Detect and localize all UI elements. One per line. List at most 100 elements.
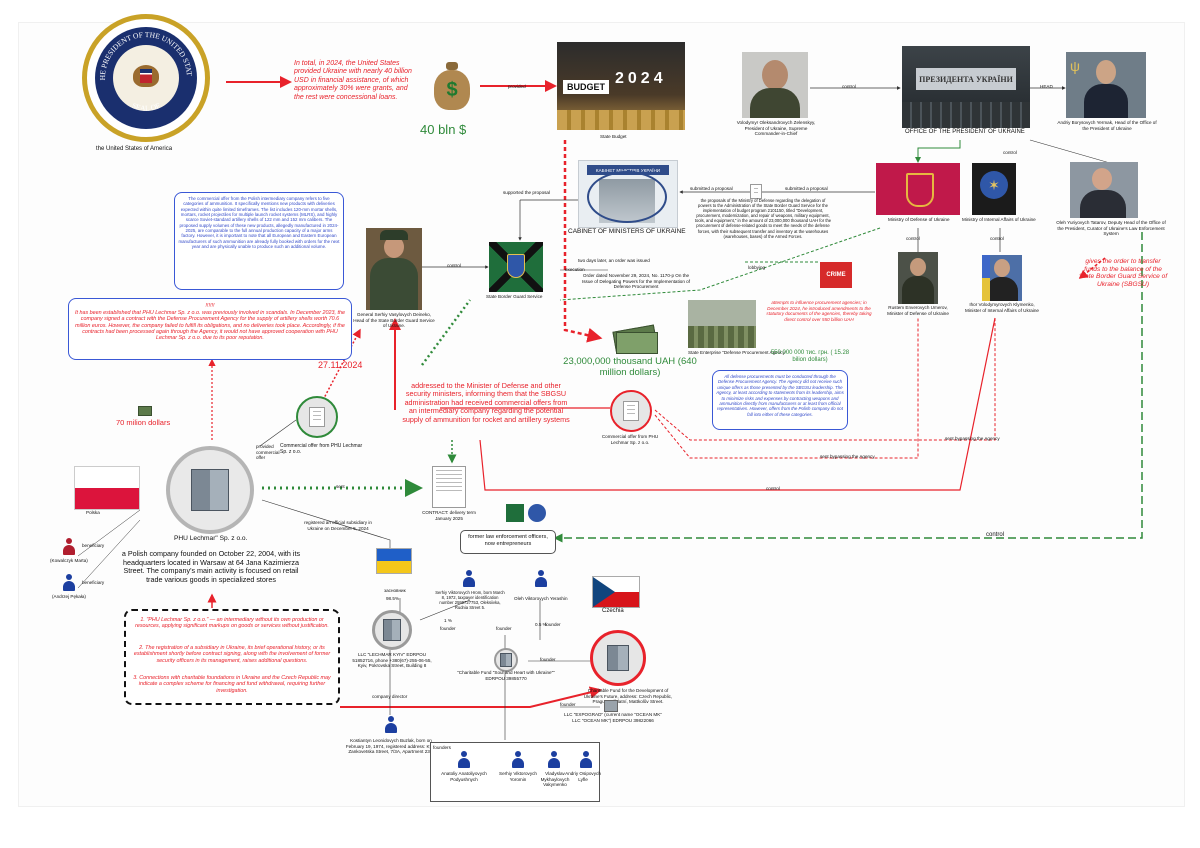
lechmar-kyiv-text: LLC "LECHMAR KYIV" EDRPOU 51852716, phon… [352, 652, 432, 669]
budget-to-funds-dashed [563, 140, 603, 343]
founder-avatar-3 [547, 751, 561, 769]
ukraine-founder-pct: 98.5% [386, 596, 400, 601]
founder-2: founder [545, 622, 561, 627]
founder-serhiy-line [419, 599, 471, 621]
office-label: OFFICE OF THE PRESIDENT OF UKRAINE [905, 129, 1025, 135]
dpa-amount: 550 000 000 тис. грн. ( 15.28 bilion dol… [770, 350, 850, 364]
mod-to-sbgs-dashed [559, 227, 881, 301]
cabinet-amount: 23,000,000 thousand UAH (640 million dol… [563, 356, 697, 378]
poland-flag [74, 466, 140, 510]
warning-title: !!!!!! [205, 303, 215, 309]
beneficiary-1-line [77, 509, 141, 557]
lechmar-sent-label: sent [336, 484, 345, 489]
seal-text: THE PRESIDENT OF THE UNITED STATES SEAL … [87, 19, 194, 113]
lechmar-provided-line [259, 419, 297, 447]
oleh-avatar [534, 570, 548, 588]
offer-2-icon[interactable] [610, 390, 652, 432]
provided-offer-label: provided commercial offer [256, 444, 280, 461]
control-red-label: control [766, 486, 780, 491]
lechmar-kyiv-icon[interactable] [372, 610, 412, 650]
mod-shield-icon [906, 173, 934, 207]
red-flags-box: 1. "PHU Lechmar Sp. z o.o." — an interme… [124, 609, 340, 705]
proposal-text: the proposals of the Ministry of Defense… [694, 198, 832, 239]
two-days-label: two days later, an order was issued [578, 258, 650, 263]
contract-document-icon [432, 466, 466, 508]
control-green-dashed [553, 232, 1143, 543]
founder-5: founder [560, 702, 576, 707]
poland-label: Polska [86, 510, 100, 515]
budget-banner: BUDGET [563, 80, 609, 94]
svg-text:SEAL OF: SEAL OF [131, 101, 162, 113]
office-president-photo: ПРЕЗИДЕНТА УКРАЇНИ [902, 46, 1030, 128]
sent-bypassing-2: sent bypassing the Agency [820, 454, 875, 459]
control-mod-label: control [906, 236, 920, 241]
charity-ua-text: "Charitable Fund "Soul and Heart with Uk… [457, 670, 555, 681]
sent-bypassing-line-2 [654, 318, 919, 459]
control-mia-label: control [990, 236, 1004, 241]
head-label: HEAD [1040, 84, 1053, 89]
lechmar-company-icon[interactable] [166, 446, 254, 534]
klymenko-caption: Ihor Volodymyrovych Klymenko, Minister o… [965, 302, 1039, 313]
charity-cz-icon[interactable] [590, 630, 646, 686]
money-bag-icon: $ [430, 62, 474, 112]
provided-label: provided [508, 84, 526, 89]
cabinet-photo: КАБІНЕТ МІНІСТРІВ УКРАЇНИ [578, 160, 678, 228]
ukraine-founder-label: засновник [384, 588, 406, 593]
execution-label: execution [565, 267, 585, 272]
umerov-note: attempts to influence procurement agenci… [766, 300, 872, 322]
emblem-icon [528, 504, 546, 522]
dpa-caption: State Enterprise "Defense Procurement Ag… [688, 350, 787, 355]
addressed-note: addressed to the Minister of Defense and… [402, 381, 570, 424]
cabinet-supported-label: supported the proposal [503, 190, 550, 195]
presidential-seal: THE PRESIDENT OF THE UNITED STATES SEAL … [82, 14, 210, 142]
trident-icon: ψ [1070, 58, 1080, 74]
founder-name-4: Andriy Osipovych Lyfle [565, 771, 601, 782]
tatarov-note: gives the order to transfer funds to the… [1078, 258, 1168, 288]
exporo-text: LLC "EXPOGRAD" (current name "OCEAN MK" … [564, 712, 662, 723]
state-budget-label: State Budget [600, 134, 627, 139]
office-control-tatarov-line [1029, 139, 1111, 164]
founder-name-1: Anatoliy Anatoliyovych Podyushnych [441, 771, 487, 782]
budget-photo: BUDGET 2024 [557, 42, 685, 130]
tatarov-caption: Oleh Yuriyovych Tatarov, Deputy Head of … [1056, 220, 1166, 237]
offer-note: The commercial offer from the Polish int… [178, 196, 340, 250]
founder-avatar-1 [457, 751, 471, 769]
offer-1-icon[interactable] [296, 396, 338, 438]
beneficiary-2-name: (Andrzej Pękała) [52, 594, 86, 599]
sbgs-control-label: control [447, 263, 461, 268]
founder-avatar-4 [579, 751, 593, 769]
serhiy-caption: Serhiy Viktorovych Hrom, born March 8, 1… [435, 590, 505, 610]
contract-label: CONTRACT: delivery term January 2025 [422, 510, 476, 521]
million-label: 70 milion dollars [116, 418, 171, 427]
officers-label: former law enforcement officers, now ent… [468, 534, 548, 547]
mia-emblem: ✶ [972, 163, 1016, 215]
yermak-caption: Andriy Borysovych Yermak, Head of the Of… [1057, 120, 1157, 131]
klymenko-photo [982, 255, 1022, 301]
crime-badge: CRIME [820, 262, 852, 288]
beneficiary-2-line [77, 519, 141, 589]
red-flag-3: 3. Connections with charitable foundatio… [133, 675, 331, 694]
offer-2-label: Commercial offer from PHU Lechmar Sp. z … [601, 434, 659, 445]
warning-text: It has been established that PHU Lechmar… [75, 310, 345, 342]
director-caption: Kostiantyn Leonidovych Buzlak, born on F… [345, 738, 437, 755]
charity-ua-icon[interactable] [494, 648, 518, 672]
usa-aid-note: In total, in 2024, the United States pro… [294, 60, 412, 101]
officers-box: former law enforcement officers, now ent… [460, 530, 556, 554]
beneficiary-1-role: beneficiary [82, 543, 105, 548]
oleh-caption: Oleh Viktorovych Yerashin [514, 596, 568, 601]
beneficiary-1-name: (Kowalczyk Marta) [50, 558, 88, 563]
svg-text:THE PRESIDENT OF THE UNITED ST: THE PRESIDENT OF THE UNITED STATES [87, 19, 194, 80]
red-flag-1: 1. "PHU Lechmar Sp. z o.o." — an interme… [135, 617, 329, 630]
control-red-line [479, 317, 996, 491]
dpa-note: All defense procurements must be conduct… [716, 374, 844, 417]
tatarov-order-dashed [1078, 257, 1106, 279]
submitted-proposal-2: submitted a proposal [785, 186, 828, 191]
director-label: company director [372, 694, 408, 699]
pct-1: 1 % [444, 618, 452, 623]
founders-label: founders [433, 745, 451, 750]
money-small-icon [138, 406, 152, 416]
sbgs-label: State Border Guard Service [486, 294, 543, 299]
zelensky-caption: Volodymyr Oleksandrovych Zelenskyy, Pres… [736, 120, 816, 137]
